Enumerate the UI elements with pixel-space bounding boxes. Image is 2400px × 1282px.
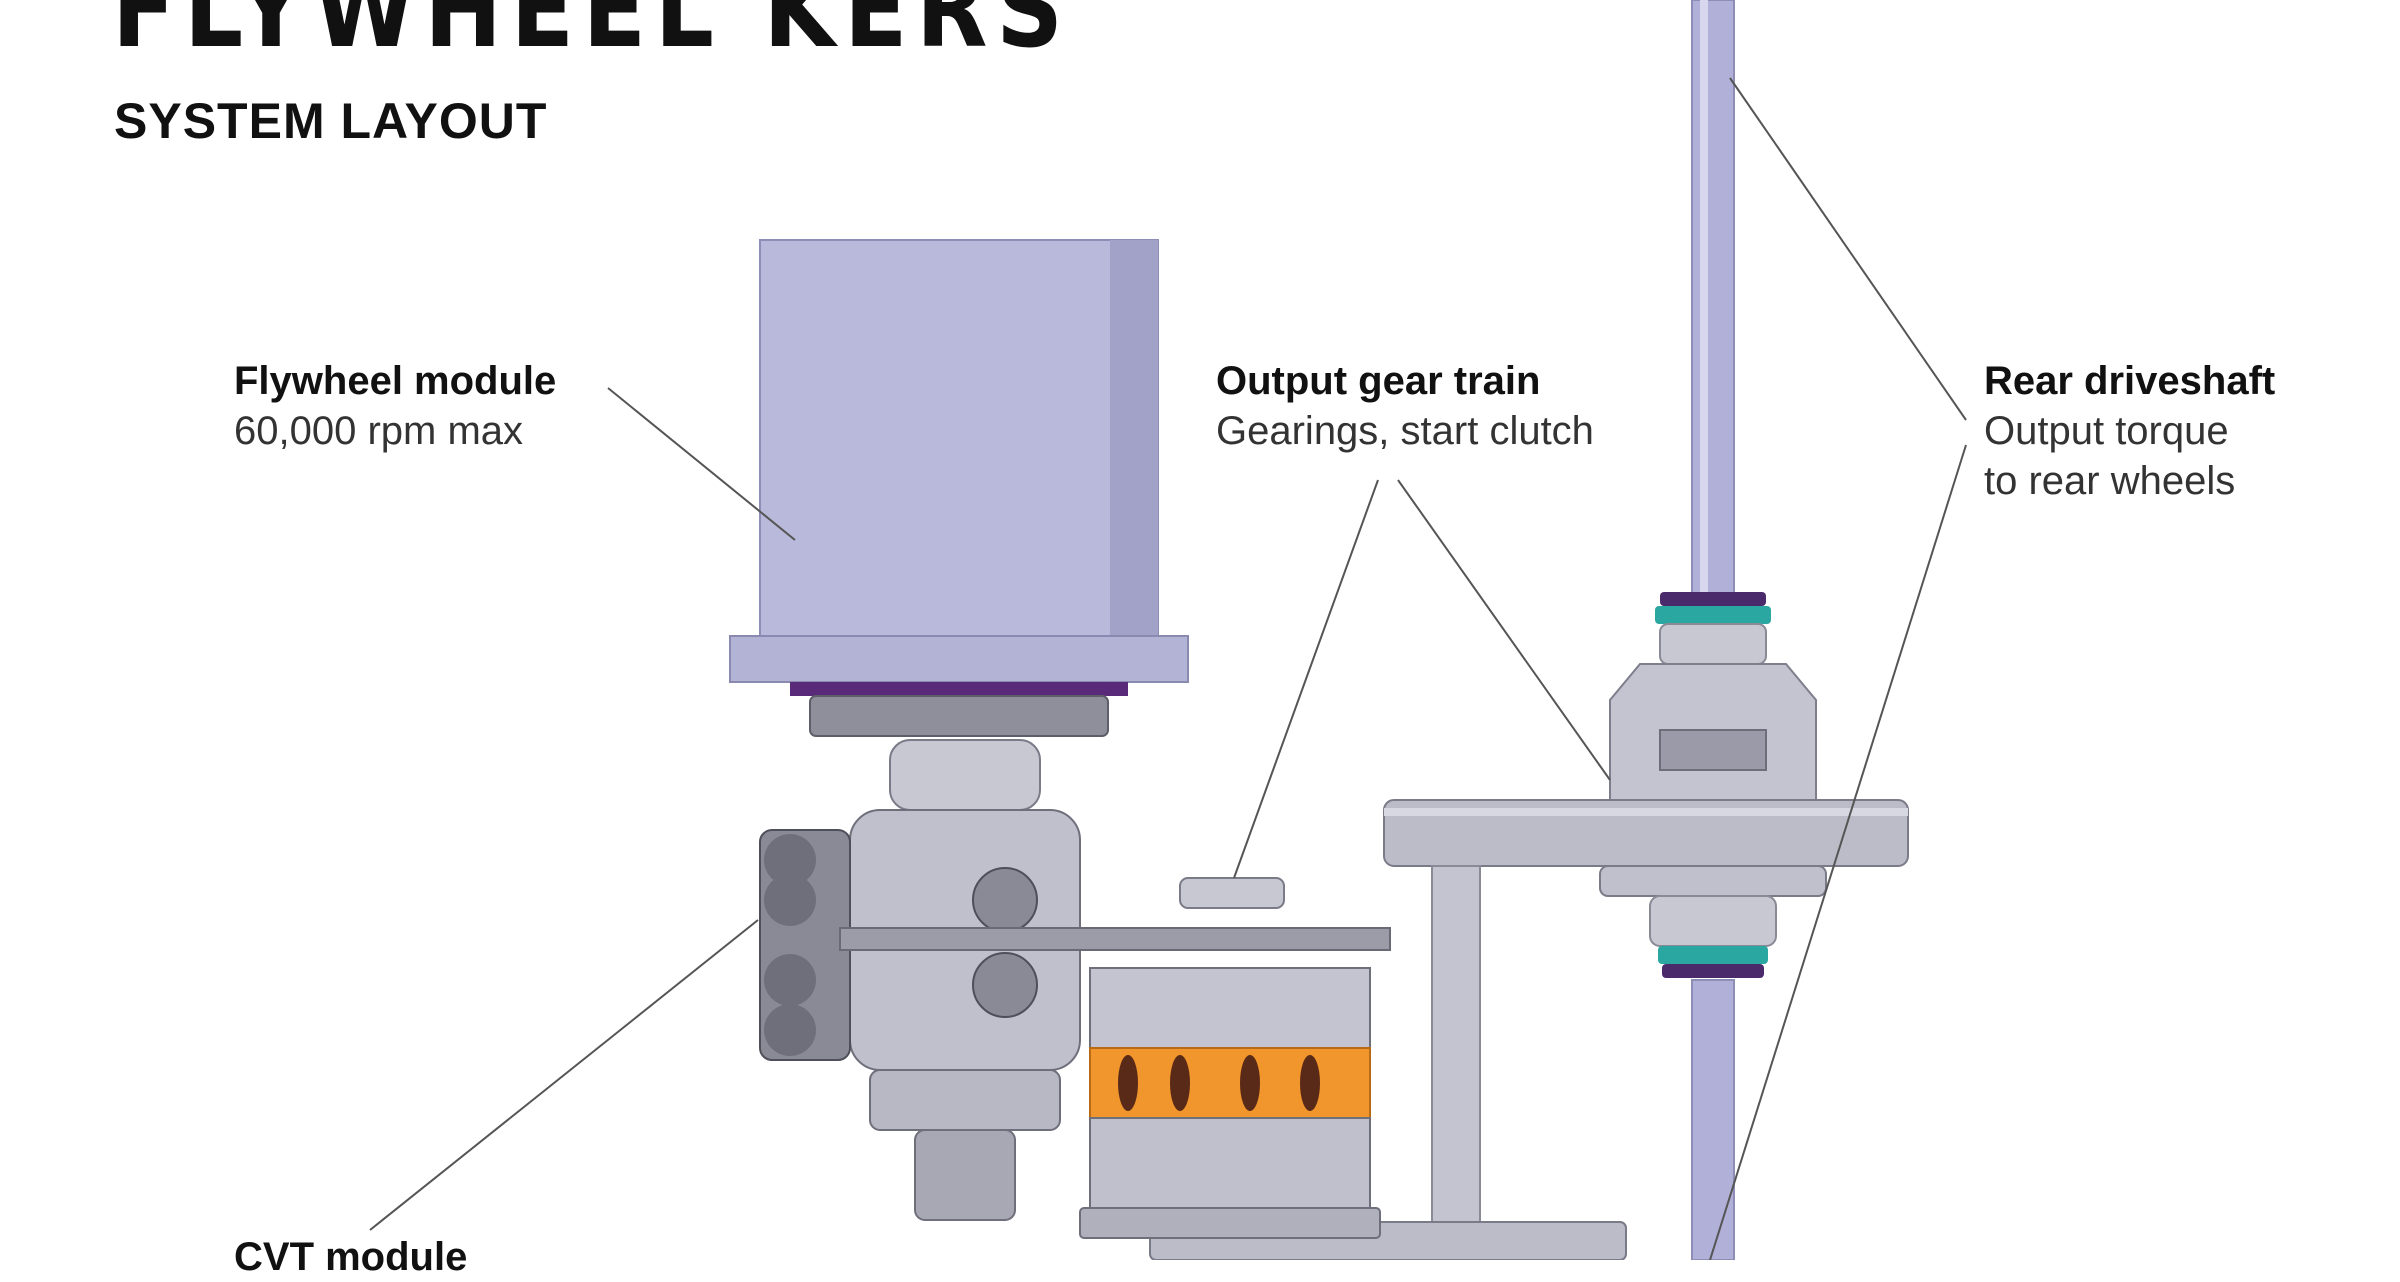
leader-gear-train-2 [1397, 479, 1611, 781]
leader-driveshaft-1 [1729, 77, 1967, 421]
cvt-module [759, 739, 1391, 1221]
callout-rear-driveshaft: Rear driveshaft Output torque to rear wh… [1984, 356, 2275, 506]
leader-driveshaft-2 [1709, 444, 1967, 1260]
diagram-title: FLYWHEEL KERS [112, 0, 1072, 72]
output-gear-train [1079, 877, 1381, 1239]
leader-cvt [369, 919, 759, 1231]
callout-cvt-module: CVT module [234, 1232, 467, 1282]
callout-driveshaft-name: Rear driveshaft [1984, 359, 2276, 403]
rear-driveshaft [1691, 0, 1735, 1260]
leader-flywheel [607, 387, 796, 541]
callout-driveshaft-desc: Output torque to rear wheels [1984, 409, 2236, 503]
leader-lines [369, 77, 1967, 1260]
callout-cvt-name: CVT module [234, 1235, 468, 1279]
leader-gear-train-1 [1233, 479, 1379, 879]
callout-gear-train-desc: Gearings, start clutch [1216, 409, 1594, 453]
callout-flywheel-desc: 60,000 rpm max [234, 409, 524, 453]
callout-flywheel-module: Flywheel module 60,000 rpm max [234, 356, 556, 456]
diagram-subtitle: SYSTEM LAYOUT [114, 93, 548, 149]
differential-assembly [1383, 592, 1909, 978]
callout-gear-train-name: Output gear train [1216, 359, 1541, 403]
flywheel-module [729, 239, 1189, 737]
callout-flywheel-name: Flywheel module [234, 359, 557, 403]
callout-output-gear-train: Output gear train Gearings, start clutch [1216, 356, 1594, 456]
